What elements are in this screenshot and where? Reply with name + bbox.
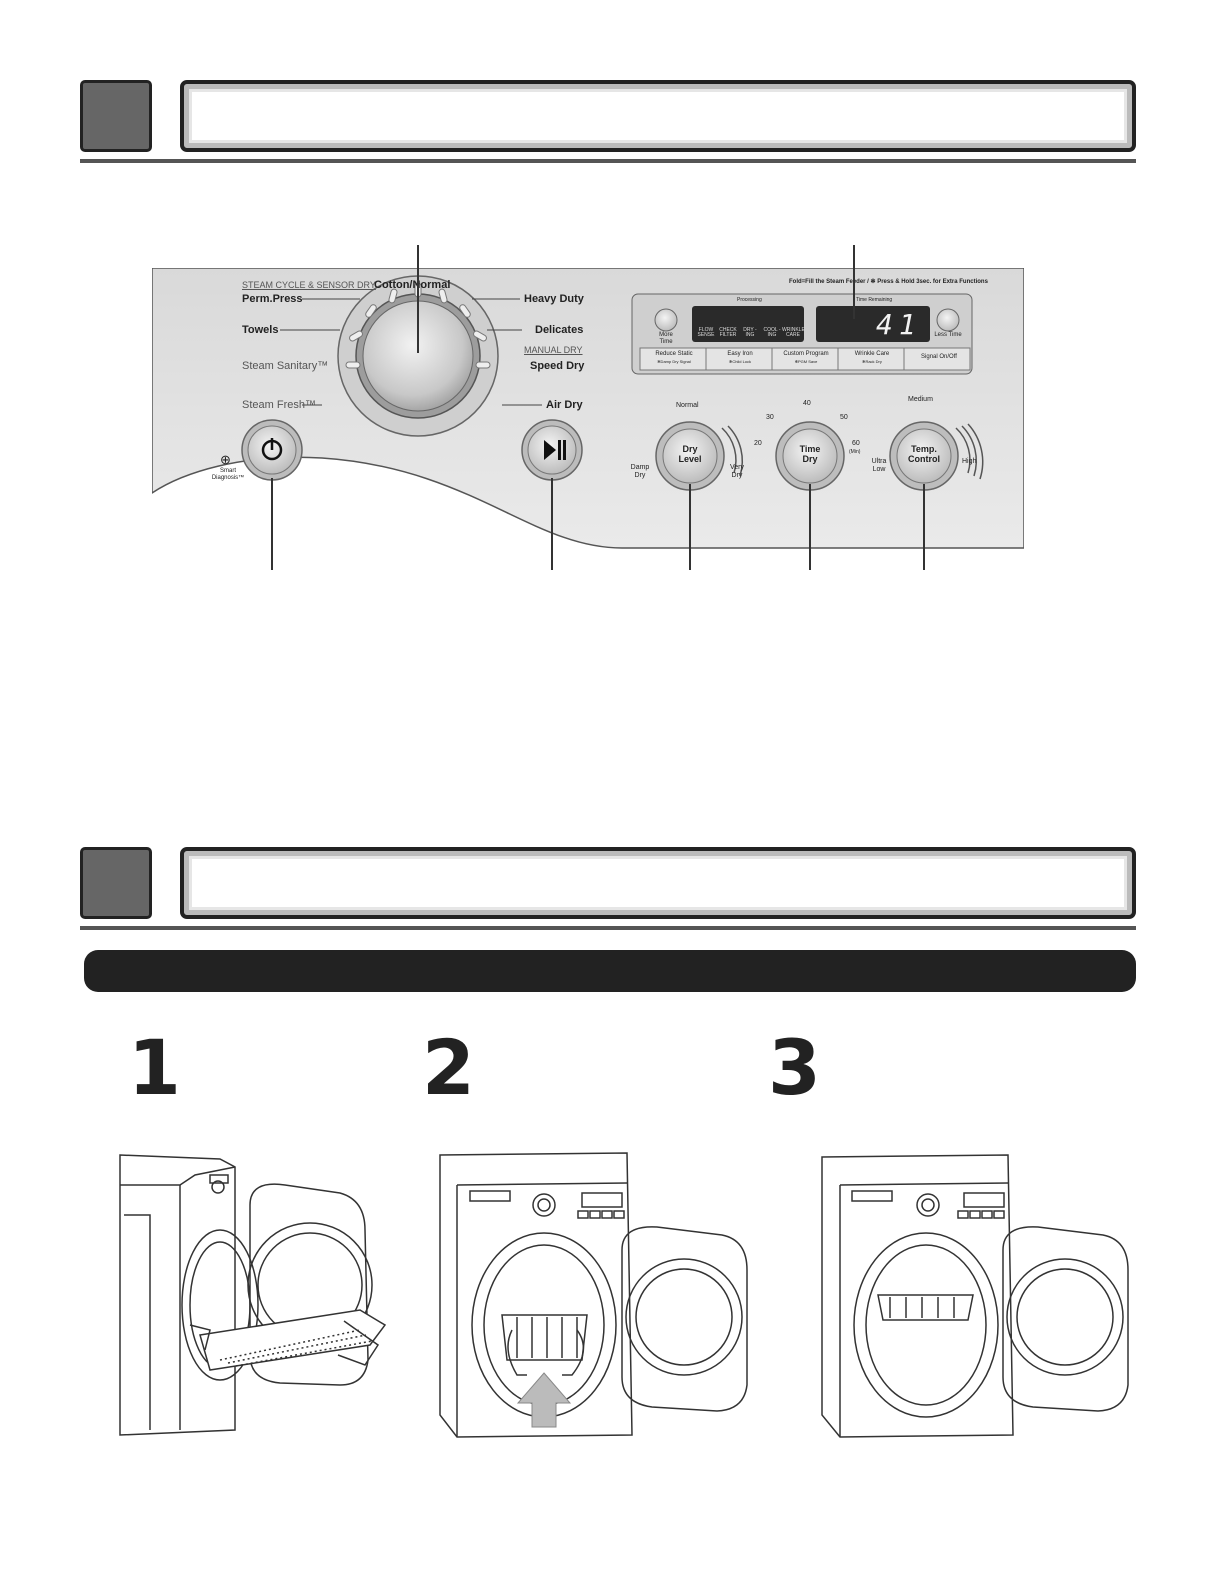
section-divider-1 xyxy=(80,159,1136,163)
cycle-steam-fresh[interactable]: Steam Fresh™ xyxy=(242,399,316,411)
callout-line-dry-level xyxy=(689,484,691,570)
time-tick-50: 50 xyxy=(840,414,848,421)
subsection-banner xyxy=(84,950,1136,992)
section-number-box-1 xyxy=(80,80,152,152)
cycle-perm-press[interactable]: Perm.Press xyxy=(242,293,303,305)
option-wrinkle-care[interactable]: Wrinkle Care ✻Rack Dry xyxy=(842,351,902,366)
manual-dry-header: MANUAL DRY xyxy=(524,345,583,355)
step-number-2: 2 xyxy=(422,1023,475,1112)
status-flow-sense: FLOW SENSE xyxy=(697,327,715,338)
option-custom-program-sub: ✻PGM Save xyxy=(794,359,818,364)
callout-line-display xyxy=(853,245,855,319)
callout-line-temp xyxy=(923,484,925,570)
cycle-steam-sanitary[interactable]: Steam Sanitary™ xyxy=(242,360,329,372)
cycle-heavy-duty[interactable]: Heavy Duty xyxy=(524,293,584,305)
extra-functions-note: Fold=Fill the Steam Feeder / ✻ Press & H… xyxy=(789,279,988,285)
step-1-illustration xyxy=(119,1154,387,1436)
option-easy-iron-sub: ✻Child Lock xyxy=(728,359,752,364)
time-remaining-label: Time Remaining xyxy=(856,297,893,303)
step-number-1: 1 xyxy=(128,1023,181,1112)
status-check-filter: CHECK FILTER xyxy=(719,327,737,338)
time-tick-60: 60 xyxy=(852,440,860,447)
cycle-air-dry[interactable]: Air Dry xyxy=(546,399,583,411)
option-wrinkle-care-sub: ✻Rack Dry xyxy=(862,359,882,364)
smart-diagnosis-label: Smart Diagnosis™ xyxy=(211,468,245,481)
dry-level-label-1: Dry xyxy=(682,444,698,454)
temp-ultra-low-label: Ultra Low xyxy=(871,458,887,473)
option-easy-iron[interactable]: Easy Iron ✻Child Lock xyxy=(710,351,770,366)
time-tick-20: 20 xyxy=(754,440,762,447)
dry-level-normal-label: Normal xyxy=(676,402,699,409)
step-2-illustration xyxy=(439,1152,748,1438)
control-panel-illustration: STEAM CYCLE & SENSOR DRY Perm.Press Towe… xyxy=(152,268,1024,558)
option-wrinkle-care-label: Wrinkle Care xyxy=(854,351,890,357)
processing-label: Processing xyxy=(737,297,762,303)
callout-line-cycle-knob xyxy=(417,245,419,353)
time-unit-label: (Min) xyxy=(849,449,861,455)
start-pause-button[interactable] xyxy=(522,420,582,480)
option-reduce-static[interactable]: Reduce Static ✻Damp Dry Signal xyxy=(644,351,704,366)
section-title-bar-2 xyxy=(180,847,1136,919)
panel-outline xyxy=(152,268,1024,549)
cycle-towels[interactable]: Towels xyxy=(242,324,279,336)
step-3-illustration xyxy=(821,1154,1129,1438)
more-time-button[interactable]: More Time xyxy=(659,332,673,345)
steam-cycle-header: STEAM CYCLE & SENSOR DRY xyxy=(242,280,376,290)
time-dry-label-1: Time xyxy=(799,444,821,454)
option-reduce-static-sub: ✻Damp Dry Signal xyxy=(657,359,691,364)
option-custom-program-label: Custom Program xyxy=(783,351,829,357)
section-number-box-2 xyxy=(80,847,152,919)
temp-control-label-2: Control xyxy=(908,454,940,464)
callout-line-start xyxy=(551,478,553,570)
temp-medium-label: Medium xyxy=(908,396,933,403)
callout-line-power xyxy=(271,478,273,570)
option-signal-on-off-label: Signal On/Off xyxy=(921,354,957,360)
option-reduce-static-label: Reduce Static xyxy=(655,351,693,357)
time-remaining-digits: 41 xyxy=(876,308,922,341)
temp-high-label: High xyxy=(962,458,977,465)
temp-control-knob[interactable]: Temp.Control xyxy=(902,444,946,464)
status-drying: DRY -ING xyxy=(743,327,757,338)
callout-line-time-dry xyxy=(809,484,811,570)
option-easy-iron-label: Easy Iron xyxy=(727,351,753,357)
less-time-button[interactable]: Less Time xyxy=(934,332,962,338)
cycle-delicates[interactable]: Delicates xyxy=(535,324,584,336)
option-signal-on-off[interactable]: Signal On/Off xyxy=(908,354,970,360)
status-wrinkle-care: WRINKLE CARE xyxy=(782,327,805,338)
status-cooling: COOL -ING xyxy=(763,327,781,338)
cycle-cotton-normal[interactable]: Cotton/Normal xyxy=(374,279,451,291)
temp-control-label-1: Temp. xyxy=(911,444,937,454)
option-custom-program[interactable]: Custom Program ✻PGM Save xyxy=(776,351,836,366)
step-number-3: 3 xyxy=(768,1023,821,1112)
time-tick-30: 30 xyxy=(766,414,774,421)
power-button[interactable] xyxy=(242,420,302,480)
section-title-bar-1 xyxy=(180,80,1136,152)
section-divider-2 xyxy=(80,926,1136,930)
dry-level-damp-label: Damp Dry xyxy=(630,464,650,479)
cycle-speed-dry[interactable]: Speed Dry xyxy=(530,360,585,372)
time-dry-label-2: Dry xyxy=(802,454,818,464)
dry-level-very-label: Very Dry xyxy=(729,464,744,479)
dry-level-label-2: Level xyxy=(678,454,702,464)
time-tick-40: 40 xyxy=(803,400,811,407)
smart-diagnosis-icon: ⊕ xyxy=(220,452,231,467)
